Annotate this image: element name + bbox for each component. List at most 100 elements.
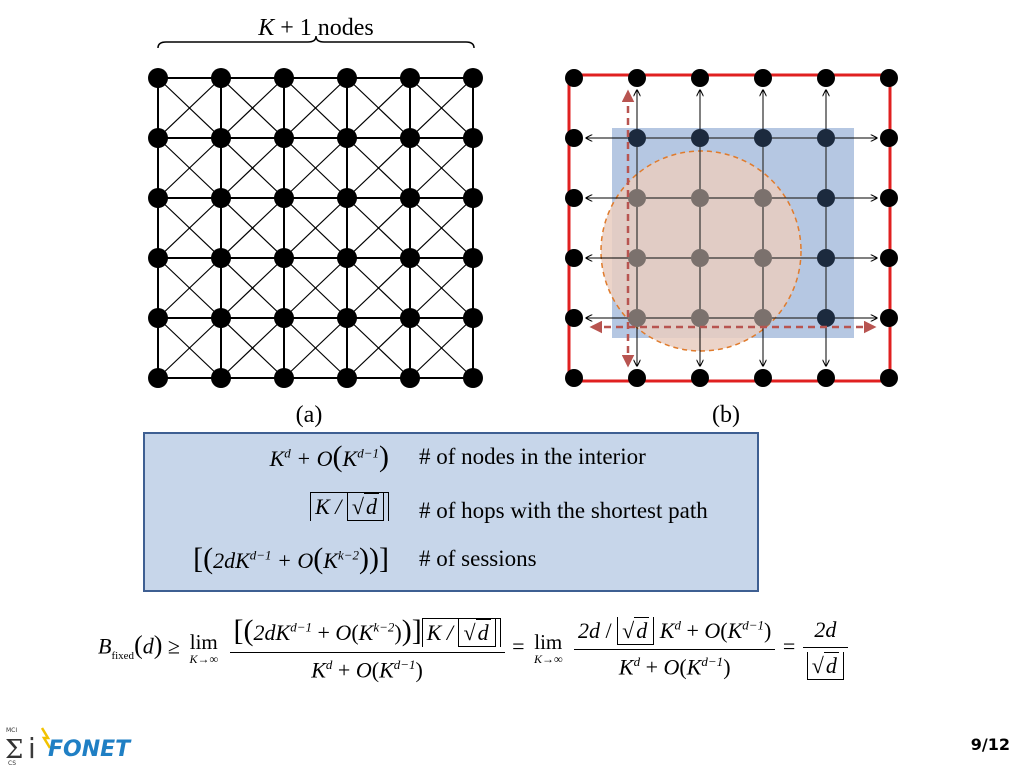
grid-b-node <box>691 369 709 387</box>
grid-a-diagonal <box>346 257 411 319</box>
page-number: 9/12 <box>970 735 1010 754</box>
grid-a-diagonal <box>220 197 285 259</box>
grid-a-node <box>400 128 420 148</box>
grid-b-node <box>880 129 898 147</box>
grid-b-node <box>628 249 646 267</box>
grid-a-diagonal <box>409 317 474 379</box>
sessions-formula: [(2dKd−1 + O(Kk−2))] <box>193 542 389 575</box>
grid-a-diagonal <box>409 77 474 139</box>
grid-b-node <box>817 69 835 87</box>
grid-a-diagonal <box>409 257 474 319</box>
grid-b-node <box>628 129 646 147</box>
grid-a-node <box>337 308 357 328</box>
grid-a-diagonal <box>157 137 222 199</box>
fraction-3: 2d √d <box>802 617 848 681</box>
grid-b-node <box>754 249 772 267</box>
grid-a-diagonal <box>157 77 222 139</box>
grid-b-node <box>628 69 646 87</box>
grid-a-diagonal <box>157 317 222 379</box>
grid-a-node <box>337 188 357 208</box>
grid-a-node <box>148 128 168 148</box>
grid-b-node <box>880 249 898 267</box>
grid-a-node <box>463 248 483 268</box>
fraction-2: 2d / √d Kd + O(Kd−1) Kd + O(Kd−1) <box>574 617 776 680</box>
grid-a-diagonal <box>157 257 222 319</box>
grid-b-node <box>628 189 646 207</box>
grid-a-diagonal <box>220 77 285 139</box>
grid-a-diagonal <box>220 317 285 379</box>
grid-a-node <box>274 248 294 268</box>
grid-b-node <box>880 189 898 207</box>
grid-b-node <box>565 309 583 327</box>
brace <box>157 35 475 49</box>
grid-a-diagonal <box>346 317 411 379</box>
grid-a-diagonal <box>346 137 411 199</box>
grid-b-node <box>817 189 835 207</box>
grid-a-diagonal <box>283 137 348 199</box>
grid-b-node <box>565 189 583 207</box>
grid-a-node <box>337 248 357 268</box>
grid-a-node <box>148 308 168 328</box>
panel-row-interior: Kd + O(Kd−1) # of nodes in the interior <box>145 440 757 480</box>
grid-a-node <box>400 308 420 328</box>
grid-a-diagonal <box>157 197 222 259</box>
eq-lhs: B <box>98 633 112 659</box>
panel-row-hops: K / √d # of hops with the shortest path <box>145 492 757 532</box>
grid-a-node <box>211 248 231 268</box>
brace-path <box>157 35 475 49</box>
grid-b-node <box>565 249 583 267</box>
grid-a-node <box>211 188 231 208</box>
grid-a-diagonal <box>346 197 411 259</box>
grid-b-node <box>754 69 772 87</box>
grid-b-node <box>691 129 709 147</box>
ifonet-logo: Σ MCI CS i FONET <box>5 727 132 766</box>
grid-b-node <box>817 129 835 147</box>
svg-text:MCI: MCI <box>6 727 17 734</box>
grid-a-node <box>274 128 294 148</box>
grid-b-node <box>880 309 898 327</box>
grid-b-node <box>754 129 772 147</box>
grid-b-node <box>565 69 583 87</box>
logo-prefix: i <box>28 732 36 765</box>
grid-a-node <box>400 188 420 208</box>
caption-a: (a) <box>296 402 323 428</box>
grid-a-node <box>211 368 231 388</box>
grid-a-diagonal <box>220 137 285 199</box>
grid-a-node <box>211 308 231 328</box>
panel-row-sessions: [(2dKd−1 + O(Kk−2))] # of sessions <box>145 542 757 586</box>
grid-a-node <box>274 68 294 88</box>
grid-a-node <box>337 68 357 88</box>
caption-b: (b) <box>712 402 740 428</box>
interior-description: # of nodes in the interior <box>419 444 646 469</box>
grid-b-node <box>565 129 583 147</box>
grid-a-node <box>337 128 357 148</box>
grid-b-node <box>691 249 709 267</box>
grid-b-node <box>754 309 772 327</box>
boundary-frame <box>567 73 892 383</box>
grid-b-node <box>628 309 646 327</box>
hops-formula: K / √d <box>310 492 389 521</box>
grid-b-node <box>628 369 646 387</box>
grid-a-node <box>274 188 294 208</box>
svg-text:Σ: Σ <box>5 735 23 765</box>
svg-text:CS: CS <box>8 760 16 766</box>
grid-b-node <box>817 369 835 387</box>
grid-a-node <box>400 248 420 268</box>
logo-text: FONET <box>48 737 132 762</box>
grid-a-node <box>148 368 168 388</box>
grid-a-node <box>211 68 231 88</box>
grid-a-node <box>463 368 483 388</box>
grid-a-node <box>148 188 168 208</box>
grid-a-node <box>463 68 483 88</box>
grid-b-node <box>880 69 898 87</box>
grid-b-node <box>691 309 709 327</box>
grid-a-diagonal <box>283 197 348 259</box>
grid-a <box>148 68 483 388</box>
grid-b <box>565 69 898 387</box>
grid-a-diagonal <box>220 257 285 319</box>
grid-a-diagonal <box>409 137 474 199</box>
grid-a-node <box>337 368 357 388</box>
